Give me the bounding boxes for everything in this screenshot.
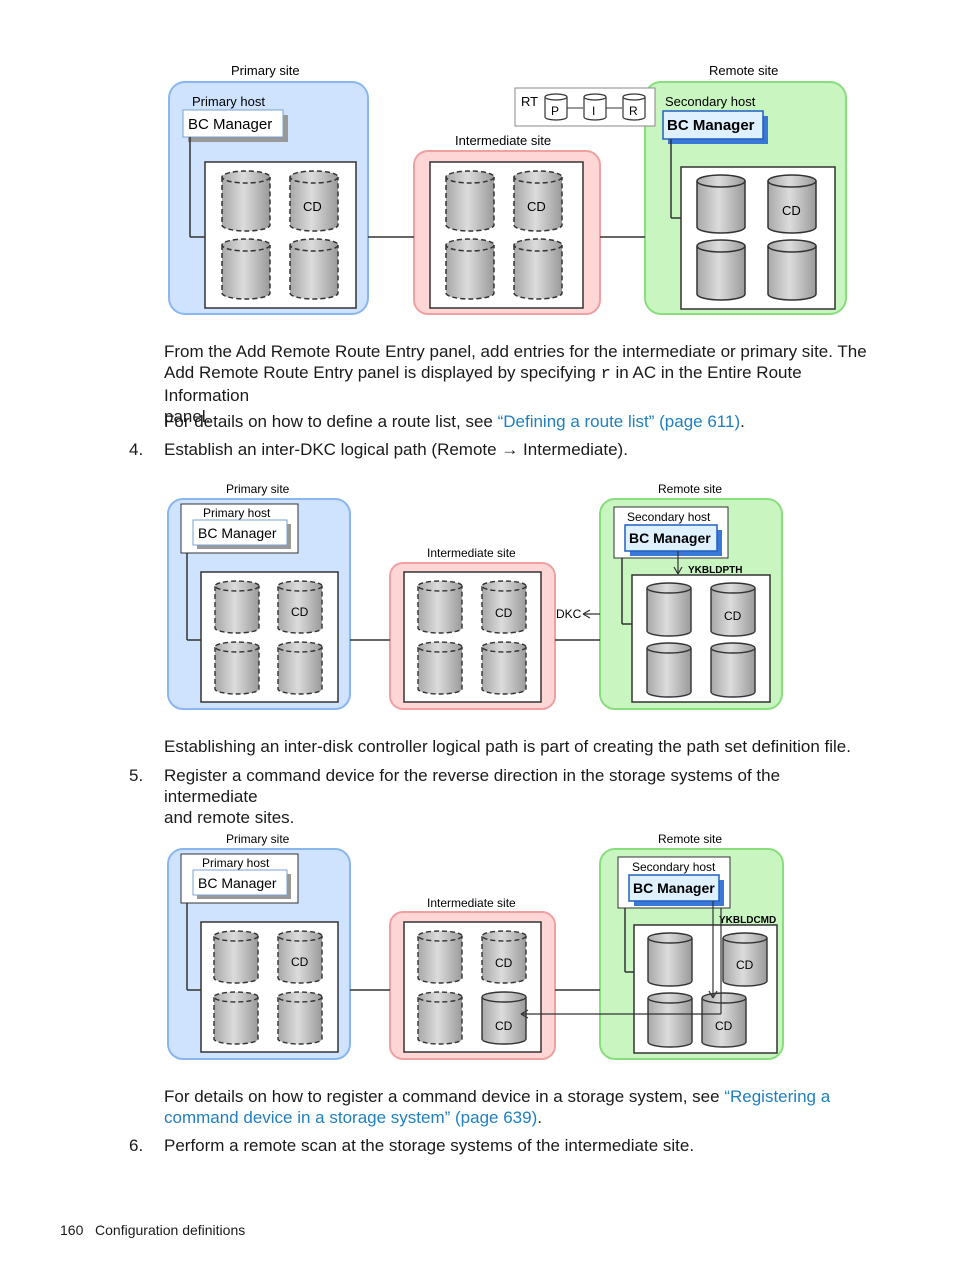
command-device-link-cont[interactable]: command device in a storage system” (pag… (164, 1108, 538, 1127)
ykbldpth-label: YKBLDPTH (688, 565, 742, 576)
page-number: 160 (60, 1222, 84, 1238)
intermediate-site-label: Intermediate site (427, 546, 516, 560)
primary-site-label: Primary site (231, 63, 300, 78)
primary-host-label: Primary host (203, 506, 271, 520)
step-4-text: Establish an inter-DKC logical path (Rem… (164, 440, 628, 459)
remote-site-label: Remote site (709, 63, 778, 78)
section-title: Configuration definitions (95, 1222, 246, 1238)
arrow-down-icon (708, 990, 718, 999)
bc-manager-box-remote (624, 524, 718, 552)
primary-host-label: Primary host (192, 94, 265, 109)
cd-label: CD (782, 203, 801, 218)
cd-label: CD (495, 606, 513, 620)
command-device-reference: For details on how to register a command… (164, 1087, 831, 1127)
figure-route-list: Primary site Remote site Intermediate si… (168, 63, 847, 315)
page-footer: 160 Configuration definitions (60, 1222, 245, 1238)
bc-manager-box (192, 869, 288, 896)
bc-manager-label: BC Manager (198, 525, 277, 541)
figure-inter-dkc-path: Primary site Remote site Intermediate si… (167, 482, 783, 710)
figure-command-device: Primary site Remote site Intermediate si… (167, 832, 784, 1060)
cd-label: CD (495, 1019, 513, 1033)
route-p-label: P (551, 104, 559, 118)
remote-site-label: Remote site (658, 832, 722, 846)
primary-site-label: Primary site (226, 832, 290, 846)
step-5-text: Register a command device for the revers… (164, 766, 781, 827)
intermediate-site-label: Intermediate site (455, 133, 551, 148)
intermediate-site-label: Intermediate site (427, 896, 516, 910)
remote-site-label: Remote site (658, 482, 722, 496)
step-number: 4. (129, 440, 144, 459)
bc-manager-label: BC Manager (667, 117, 755, 134)
cd-label: CD (724, 609, 742, 623)
bc-manager-label: BC Manager (198, 875, 277, 891)
bc-manager-label: BC Manager (188, 116, 272, 133)
cd-label: CD (715, 1019, 733, 1033)
ykbldcmd-label: YKBLDCMD (719, 915, 776, 926)
cd-label: CD (291, 955, 309, 969)
route-r-label: R (629, 104, 638, 118)
step-number: 6. (129, 1136, 144, 1155)
command-device-link[interactable]: “Registering a (724, 1087, 831, 1106)
arrow-left-icon (582, 609, 591, 619)
route-i-label: I (592, 104, 595, 118)
step-6-text: Perform a remote scan at the storage sys… (164, 1136, 695, 1155)
route-entry-paragraph: From the Add Remote Route Entry panel, a… (164, 342, 867, 426)
arrow-down-icon (673, 566, 683, 575)
secondary-host-label: Secondary host (627, 510, 711, 524)
route-list-link[interactable]: “Defining a route list” (page 611) (497, 412, 741, 431)
route-list-reference: For details on how to define a route lis… (164, 412, 745, 431)
bc-manager-box (182, 109, 284, 138)
bc-manager-label: BC Manager (633, 880, 715, 896)
secondary-host-label: Secondary host (632, 860, 716, 874)
cd-label: CD (303, 199, 322, 214)
secondary-host-label: Secondary host (665, 94, 756, 109)
bc-manager-box-remote (628, 874, 720, 902)
dkc-label: DKC (556, 607, 582, 621)
bc-manager-label: BC Manager (629, 530, 711, 546)
primary-host-label: Primary host (202, 856, 270, 870)
cd-label: CD (495, 956, 513, 970)
route-rt-label: RT (521, 94, 538, 109)
cd-label: CD (736, 958, 754, 972)
bc-manager-box-remote (662, 110, 764, 140)
primary-site-label: Primary site (226, 482, 290, 496)
bc-manager-box (192, 519, 288, 546)
cd-label: CD (291, 605, 309, 619)
inline-code: r (600, 365, 611, 384)
arrow-left-icon (520, 1009, 529, 1019)
step-number: 5. (129, 766, 144, 785)
dkc-path-paragraph: Establishing an inter-disk controller lo… (164, 737, 851, 756)
cd-label: CD (527, 199, 546, 214)
